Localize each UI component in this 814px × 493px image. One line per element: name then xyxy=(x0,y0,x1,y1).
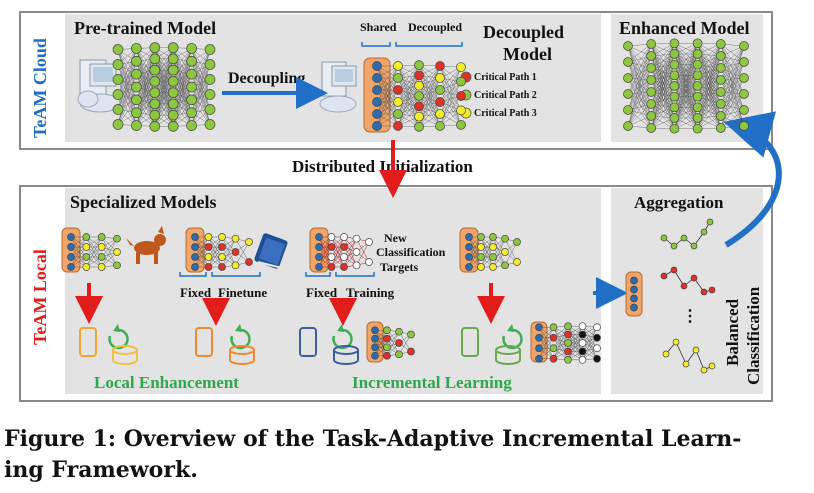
neural-networks xyxy=(67,38,749,374)
specialized-models-title: Specialized Models xyxy=(70,192,217,212)
device-icon-1 xyxy=(79,324,138,365)
computer-cloud-icon-1 xyxy=(77,59,121,113)
dog-icon xyxy=(126,226,166,264)
aggregation-title: Aggregation xyxy=(634,193,724,212)
decoupled-title-line1: Decoupled xyxy=(483,22,564,42)
distributed-initialization-label: Distributed Initialization xyxy=(292,157,473,176)
figure-caption-line1: Figure 1: Overview of the Task-Adaptive … xyxy=(4,426,742,452)
aggregation-shared-box xyxy=(625,271,643,317)
fixed-label-2: Fixed xyxy=(306,285,338,300)
new-targets-line3: Targets xyxy=(380,260,419,274)
pretrained-title: Pre-trained Model xyxy=(74,18,217,38)
aggregation-ellipsis: ⋮ xyxy=(682,308,698,325)
device-icon-3 xyxy=(299,324,359,365)
fixed-label-1: Fixed xyxy=(180,285,212,300)
critical-path-3-label: Critical Path 3 xyxy=(474,108,537,119)
enhanced-title: Enhanced Model xyxy=(619,18,750,38)
new-targets-line2: Classification xyxy=(376,245,446,259)
critical-path-2-label: Critical Path 2 xyxy=(474,90,537,101)
training-label: Training xyxy=(346,285,395,300)
figure-caption-line2: ing Framework. xyxy=(4,457,198,483)
incremental-learning-label: Incremental Learning xyxy=(352,373,512,392)
book-icon xyxy=(254,233,288,269)
shared-label: Shared xyxy=(360,20,397,34)
return-arrow xyxy=(723,111,782,248)
new-targets-line1: New xyxy=(384,231,407,245)
critical-path-1-label: Critical Path 1 xyxy=(474,72,537,83)
decoupled-small-label: Decoupled xyxy=(408,20,462,34)
device-icon-4 xyxy=(461,324,523,365)
decoupled-title-line2: Model xyxy=(503,44,552,64)
finetune-label: Finetune xyxy=(218,285,268,300)
shared-layer-box xyxy=(363,57,391,133)
device-icon-2 xyxy=(195,324,255,365)
computer-cloud-icon-2 xyxy=(319,61,357,113)
local-enhancement-label: Local Enhancement xyxy=(94,373,239,392)
decoupling-label: Decoupling xyxy=(228,70,306,87)
